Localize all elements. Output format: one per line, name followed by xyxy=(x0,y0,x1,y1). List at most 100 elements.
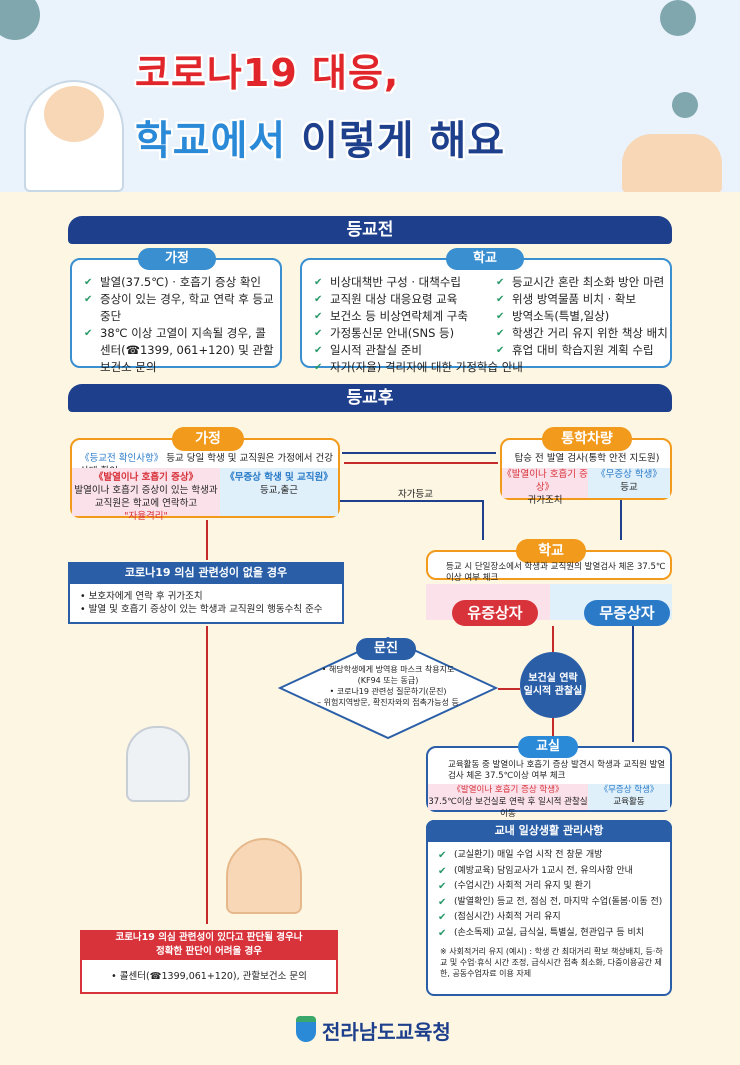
title-highlight: 학교에서 xyxy=(135,118,287,164)
after-bus-note: 탑승 전 발열 검사(통학 안전 지도원) xyxy=(514,453,660,464)
classroom-sym-text: 37.5℃이상 보건실로 연락 후 일시적 관찰실 이동 xyxy=(428,797,588,819)
after-bus-nosym-head: 《무증상 학생》 xyxy=(596,469,662,480)
after-bus-sym-head: 《발열이나 호흡기 증상》 xyxy=(502,469,588,493)
list-item: (교실환기) 매일 수업 시작 전 창문 개방 xyxy=(438,848,668,864)
after-school-note: 등교 시 단일장소에서 학생과 교직원의 발열검사 체온 37.5℃이상 여부 … xyxy=(446,562,666,583)
interview-label: 문진 xyxy=(356,638,416,660)
health-room-line2: 일시적 관찰실 xyxy=(523,686,583,697)
after-bus-sym-text: 귀가조치 xyxy=(527,495,563,506)
before-home-list: 발열(37.5℃) · 호흡기 증상 확인 증상이 있는 경우, 학교 연락 후… xyxy=(84,274,276,376)
after-home-nosym-box: 《무증상 학생 및 교직원》 등교,출근 xyxy=(220,468,338,516)
section-before-title: 등교전 xyxy=(68,216,672,244)
classroom-nosym-text: 교육활동 xyxy=(613,797,645,807)
after-home-label: 가정 xyxy=(172,427,244,451)
list-item: (점심시간) 사회적 거리 유지 xyxy=(438,910,668,926)
classroom-nosym-head: 《무증상 학생》 xyxy=(599,785,659,795)
list-item: – 위험지역방문, 확진자와의 접촉가능성 등 xyxy=(317,698,459,707)
arrow-nosym-down xyxy=(632,626,634,742)
page-title-line2: 학교에서 이렇게 해요 xyxy=(135,108,505,166)
health-room-circle: 보건실 연락 일시적 관찰실 xyxy=(520,652,586,718)
list-item: 증상이 있는 경우, 학교 연락 후 등교중단 xyxy=(84,291,276,325)
virus-icon xyxy=(660,0,696,36)
classroom-sym-head: 《발열이나 호흡기 증상 학생》 xyxy=(452,785,564,795)
suspect-title: 코로나19 의심 관련성이 있다고 판단될 경우나 정확한 판단이 어려울 경우 xyxy=(80,930,338,960)
list-item: 등교시간 혼란 최소화 방안 마련 xyxy=(496,274,668,291)
section-after-title: 등교후 xyxy=(68,384,672,412)
title-rest: 이렇게 해요 xyxy=(286,118,506,164)
no-relation-title: 코로나19 의심 관련성이 없을 경우 xyxy=(68,562,344,584)
org-logo-icon xyxy=(296,1016,316,1042)
virus-icon xyxy=(672,92,698,118)
before-school-list-right: 등교시간 혼란 최소화 방안 마련 위생 방역물품 비치 · 확보 방역소독(특… xyxy=(496,274,668,359)
list-item: • 보호자에게 연락 후 귀가조치 xyxy=(80,591,203,602)
footer-org: 전라남도교육청 xyxy=(322,1020,451,1044)
interview-list: • 해당학생에게 방역용 마스크 착용지도 (KF94 또는 동급) • 코로나… xyxy=(300,664,476,708)
list-item: 비상대책반 구성 · 대책수립 xyxy=(314,274,514,291)
children-illustration xyxy=(622,134,722,192)
list-item: (예방교육) 담임교사가 1교시 전, 유의사항 안내 xyxy=(438,864,668,880)
list-item: 발열(37.5℃) · 호흡기 증상 확인 xyxy=(84,274,276,291)
list-item: 교직원 대상 대응요령 교육 xyxy=(314,291,514,308)
list-item: 보건소 등 비상연락체계 구축 xyxy=(314,308,514,325)
suspect-title-line1: 코로나19 의심 관련성이 있다고 판단될 경우나 xyxy=(115,932,303,943)
suspect-title-line2: 정확한 판단이 어려울 경우 xyxy=(155,946,263,957)
arrow-self-go-h xyxy=(340,500,484,502)
list-item: 자가(자율) 격리자에 대한 가정학습 안내 xyxy=(314,359,523,376)
page-title-line1: 코로나19 대응, xyxy=(135,51,400,95)
list-item: • 코로나19 관련성 질문하기(문진) xyxy=(329,687,447,696)
arrow-bus-to-home xyxy=(344,462,498,464)
doctor-illustration xyxy=(24,80,124,192)
after-home-sym-em: "자율격리" xyxy=(124,511,168,522)
before-school-label: 학교 xyxy=(446,248,524,270)
list-item: 방역소독(특별,일상) xyxy=(496,308,668,325)
arrow-left-vertical-up xyxy=(206,520,208,560)
health-room-line1: 보건실 연락 xyxy=(528,673,578,684)
after-home-nosym-head: 《무증상 학생 및 교직원》 xyxy=(225,472,333,483)
arrow-self-go-v xyxy=(482,500,484,540)
after-home-note-head: 《등교전 확인사항》 xyxy=(80,453,164,464)
list-item: 가정통신문 안내(SNS 등) xyxy=(314,325,514,342)
arrow-health-to-interview xyxy=(498,688,520,690)
arrow-left-vertical-down xyxy=(206,626,208,924)
list-item: (발열확인) 등교 전, 점심 전, 마지막 수업(돌봄·이동 전) xyxy=(438,895,668,911)
classroom-sym-box: 《발열이나 호흡기 증상 학생》 37.5℃이상 보건실로 연락 후 일시적 관… xyxy=(428,784,588,819)
list-item: 위생 방역물품 비치 · 확보 xyxy=(496,291,668,308)
list-item: • 발열 및 호흡기 증상이 있는 학생과 교직원의 행동수칙 준수 xyxy=(80,604,323,615)
list-item: 휴업 대비 학습지원 계획 수립 xyxy=(496,342,668,359)
after-home-nosym-text: 등교,출근 xyxy=(260,485,298,496)
list-item: (수업시간) 사회적 거리 유지 및 환기 xyxy=(438,879,668,895)
classroom-nosym-box: 《무증상 학생》 교육활동 xyxy=(588,784,670,810)
school-nosym-badge: 무증상자 xyxy=(584,600,670,626)
suspect-item: • 콜센터(☎1399,061+120), 관할보건소 문의 xyxy=(111,971,307,982)
arrow-home-to-bus xyxy=(342,452,496,454)
classroom-label: 교실 xyxy=(518,736,578,758)
arrow-sym-down xyxy=(552,626,554,652)
nurse-illustration xyxy=(226,838,302,914)
interview-diamond xyxy=(278,636,498,740)
classroom-note: 교육활동 중 발열이나 호흡기 증상 발견시 학생과 교직원 발열검사 체온 3… xyxy=(448,760,666,781)
arrow-bus-down xyxy=(620,500,622,540)
after-bus-nosym-text: 등교 xyxy=(620,482,638,493)
after-home-sym-box: 《발열이나 호흡기 증상》 발열이나 호흡기 증상이 있는 학생과 교직원은 학… xyxy=(72,468,220,522)
self-go-label: 자가등교 xyxy=(398,489,433,500)
before-home-label: 가정 xyxy=(138,248,216,270)
list-item: • 해당학생에게 방역용 마스크 착용지도 xyxy=(321,665,455,674)
after-bus-sym-box: 《발열이나 호흡기 증상》 귀가조치 xyxy=(502,468,588,506)
before-school-list-left: 비상대책반 구성 · 대책수립 교직원 대상 대응요령 교육 보건소 등 비상연… xyxy=(314,274,523,376)
list-item: 일시적 관찰실 준비 xyxy=(314,342,514,359)
after-bus-label: 통학차량 xyxy=(542,427,632,451)
after-bus-nosym-box: 《무증상 학생》 등교 xyxy=(588,468,670,498)
list-item: 학생간 거리 유지 위한 책상 배치 xyxy=(496,325,668,342)
after-home-sym-head: 《발열이나 호흡기 증상》 xyxy=(93,472,199,483)
arrow-class-up xyxy=(552,718,554,742)
daily-note: ※ 사회적거리 유지 (예시) : 학생 간 최대거리 확보 책상배치, 등·하… xyxy=(440,947,663,978)
list-item: (KF94 또는 동급) xyxy=(357,676,419,685)
after-home-sym-text: 발열이나 호흡기 증상이 있는 학생과 교직원은 학교에 연락하고 xyxy=(74,485,218,509)
hazmat-worker-illustration xyxy=(126,726,190,802)
daily-title: 교내 일상생활 관리사항 xyxy=(426,820,672,842)
after-school-label: 학교 xyxy=(516,539,586,563)
school-sym-badge: 유증상자 xyxy=(452,600,538,626)
no-relation-list: • 보호자에게 연락 후 귀가조치 • 발열 및 호흡기 증상이 있는 학생과 … xyxy=(80,590,342,616)
list-item: 38℃ 이상 고열이 지속될 경우, 콜센터(☎1399, 061+120) 및… xyxy=(84,325,276,376)
doctor-face xyxy=(44,86,104,142)
